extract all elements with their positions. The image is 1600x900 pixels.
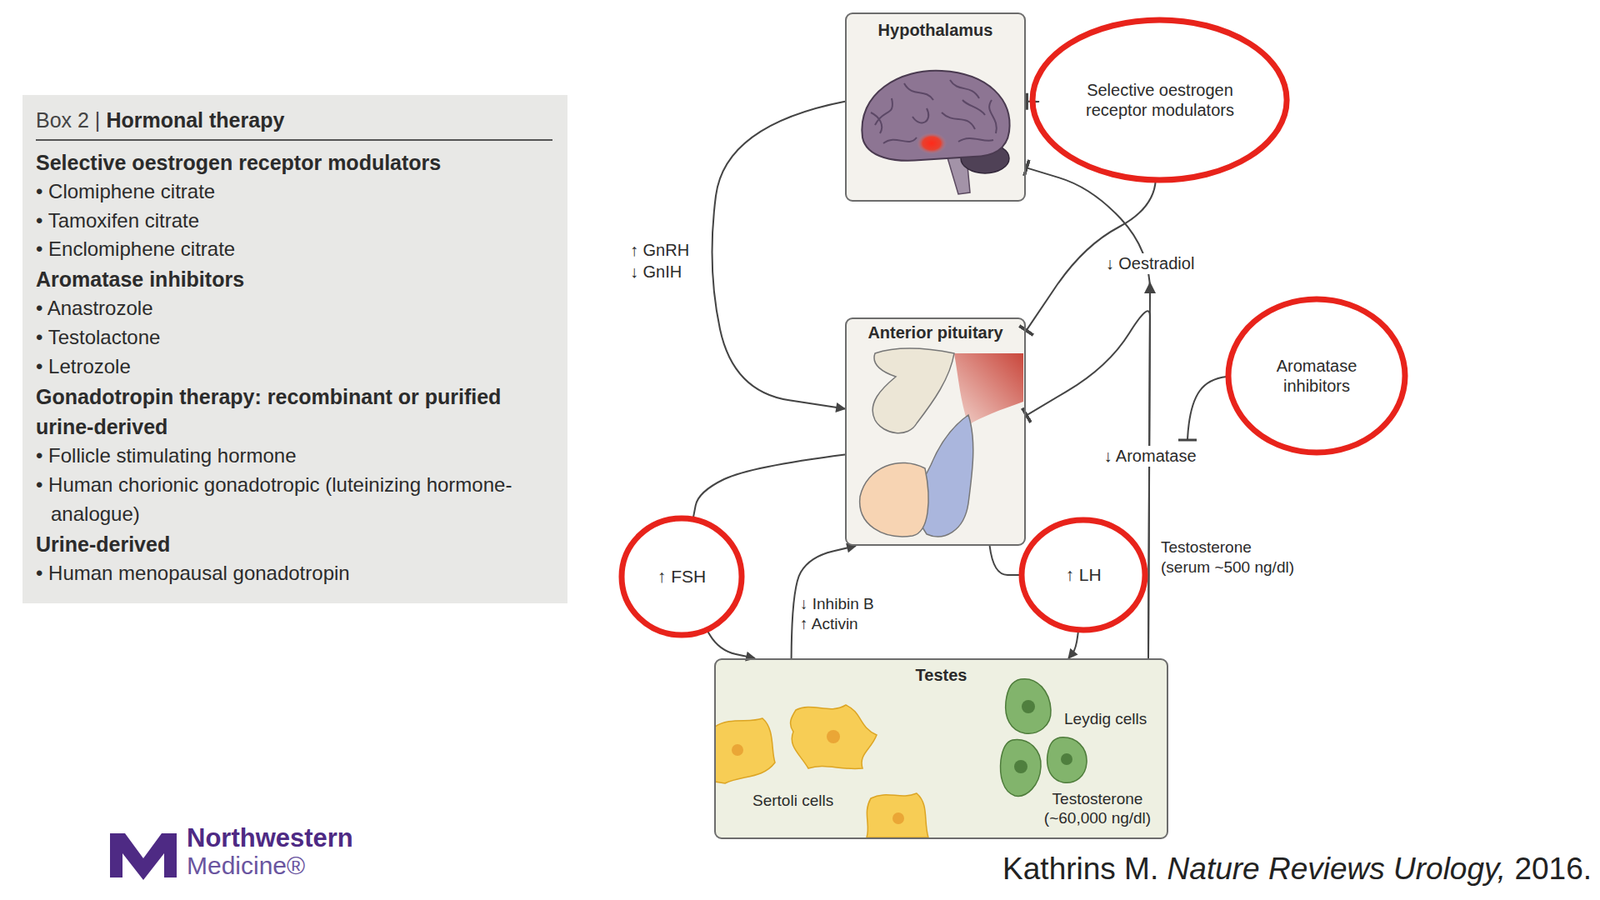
citation: 2016. [1514,851,1592,886]
section-heading: Aromatase inhibitors [35,264,553,295]
circle-label: ↑ LH [1065,564,1101,585]
list-item: • Follicle stimulating hormone [35,441,553,471]
citation-line: Kathrins M.Nature Reviews Urology,2016. [1002,853,1592,886]
box-fill [715,659,1168,839]
highlight-circle: ↑ FSH [618,515,745,639]
logo: NorthwesternMedicine® [186,825,354,879]
panel-title: Box 2 | [35,108,100,132]
list-item: • Human chorionic gonadotropic (luteiniz… [35,470,553,530]
enzyme-label: ↓ Aromatase [1100,445,1199,467]
panel-title: Hormonal therapy [105,108,285,132]
title-row: Box 2 |Hormonal therapy [35,106,553,141]
circle-text-block: Selective oestrogen receptor modulators [1074,80,1245,120]
box-fill [845,13,1025,201]
box-fill [845,318,1025,545]
sertoli-cells [715,705,929,838]
circle-text-block: ↑ LH [1065,564,1101,585]
list-item: • Enclomiphene citrate [35,235,553,265]
inhibition-line [1025,167,1150,659]
hormone-label: ↑ GnRH [630,240,690,261]
box-title: Anterior pituitary [846,323,1025,343]
red-circle [621,518,742,635]
list-item: • Human menopausal gonadotropin [35,559,553,589]
logo-text: Northwestern [186,825,354,853]
part-label: Sertoli cells [752,791,878,811]
part-label: Leydig cells [1064,710,1169,730]
stimulation-arrow [990,545,1022,575]
box-title: Hypothalamus [846,20,1025,40]
circle-label: Aromatase inhibitors [1265,355,1370,396]
highlight-circle: Selective oestrogen receptor modulators [1029,16,1290,184]
highlight-circle: Aromatase inhibitors [1225,295,1409,456]
circle-outline [1225,295,1409,456]
hormone-label: ↓ Inhibin B [800,594,875,615]
info-panel: Box 2 |Hormonal therapySelective oestrog… [22,95,568,604]
circle-outline [1029,16,1290,184]
red-circle [1021,520,1145,630]
logo-mark [110,833,177,880]
hormone-label: ↑ Activin [800,614,859,635]
hormone-label: ↓ GnIH [630,261,682,283]
list-item: • Testolactone [35,323,553,353]
brain [861,70,1010,195]
inhibitor-leader [1178,376,1227,440]
section-heading: Selective oestrogen receptor modulators [35,147,553,178]
circle-text-block: Aromatase inhibitors [1265,355,1370,396]
highlight-circle: ↑ LH [1018,516,1149,634]
box-title: Testes [715,665,1167,685]
list-item: • Clomiphene citrate [35,177,553,207]
section-heading: Urine-derived [35,529,553,560]
circle-label: ↑ FSH [657,565,706,587]
red-circle [1228,299,1405,453]
hormone-label: ↓ Oestradiol [1103,253,1198,275]
list-item: • Tamoxifen citrate [35,206,553,236]
citation: Kathrins M. [1002,851,1159,886]
organ-box: TestesSertoli cells Leydig cellsTestoster… [714,658,1169,840]
circle-label: Selective oestrogen receptor modulators [1074,80,1245,120]
stimulation-arrow [693,454,846,520]
section-heading: Gonadotropin therapy: recombinant or pur… [35,381,553,443]
part-label: Testosterone (~60,000 ng/dl) [1035,790,1160,829]
stimulation-arrow [1068,630,1079,659]
serum-level-label: Testosterone (serum ~500 ng/dl) [1160,537,1301,578]
logo-text: Medicine® [186,852,354,880]
stimulation-arrow [706,630,755,660]
pituitary [860,348,1024,537]
stimulation-arrow [712,101,845,410]
organ-box: Anterior pituitary [845,317,1026,546]
list-item: • Anastrozole [35,294,553,324]
list-item: • Letrozole [35,352,553,382]
citation: Nature Reviews Urology, [1167,851,1506,886]
red-circle [1032,20,1287,180]
organ-box: Hypothalamus [845,12,1026,202]
leydig-cells [1000,679,1088,797]
circle-text-block: ↑ FSH [657,565,706,587]
